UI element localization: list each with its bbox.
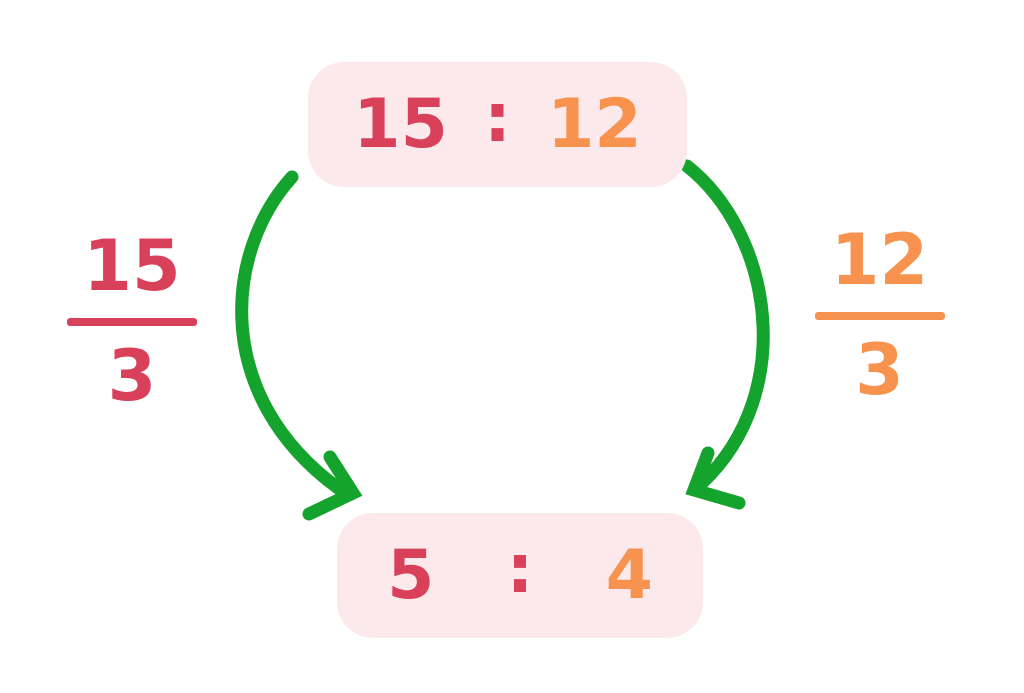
original-ratio-antecedent: 15 [353,84,448,164]
original-ratio-box: 15 : 12 [308,62,687,187]
left-division-fraction: 15 3 [57,226,207,416]
simplified-ratio-consequent: 4 [605,535,653,615]
right-fraction-bar [814,312,945,320]
right-fraction-numerator: 12 [830,219,929,301]
original-ratio-colon: : [483,78,512,158]
original-ratio-consequent: 12 [547,84,642,164]
left-fraction-bar [67,318,197,326]
curved-arrow-down-left-icon [235,170,363,521]
left-fraction-numerator: 15 [83,225,181,307]
simplified-ratio-colon: : [506,529,534,609]
simplified-ratio-antecedent: 5 [387,535,435,615]
right-division-fraction: 12 3 [807,220,952,410]
simplified-ratio-box: 5 : 4 [337,513,703,638]
left-fraction-denominator: 3 [107,335,157,417]
right-fraction-denominator: 3 [855,329,904,411]
curved-arrow-down-right-icon [680,159,770,510]
